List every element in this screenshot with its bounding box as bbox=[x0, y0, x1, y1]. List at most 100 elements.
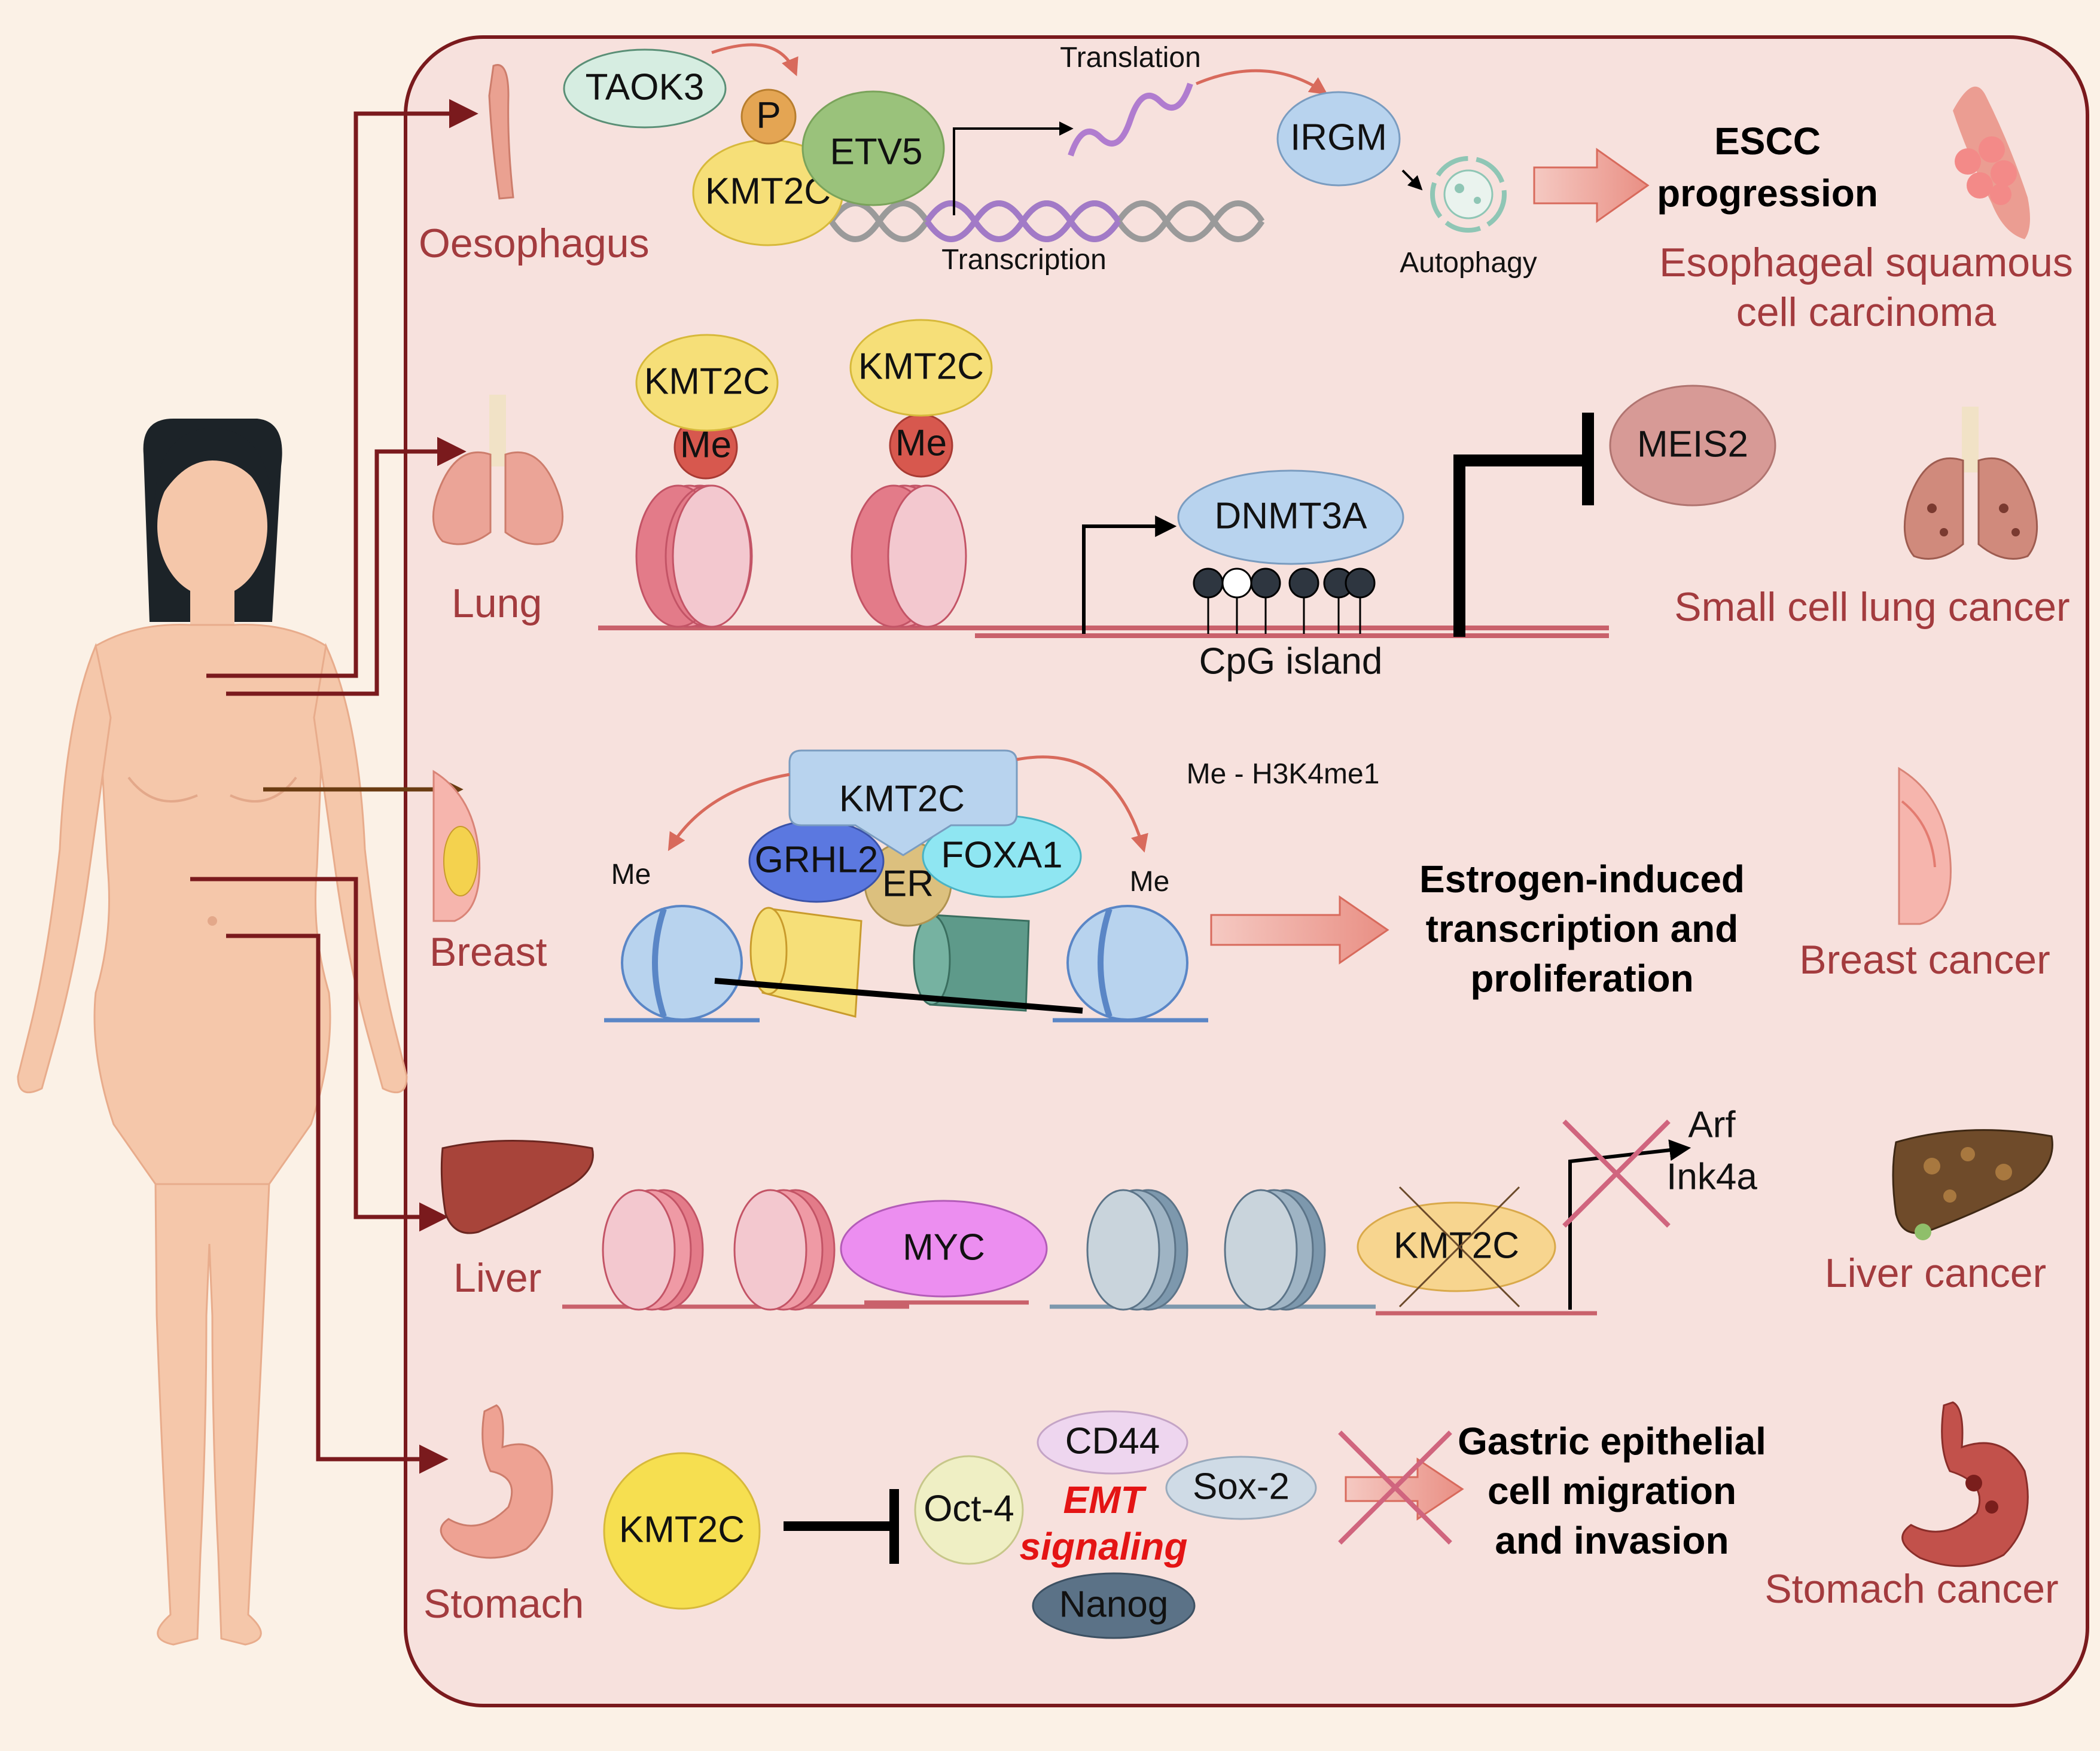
cancer-label-escc-2: cell carcinoma bbox=[1736, 289, 1997, 335]
liver-icon bbox=[440, 1140, 594, 1234]
meis2-protein bbox=[1609, 385, 1776, 507]
connector-arrows bbox=[190, 99, 478, 1474]
irgm-protein bbox=[1276, 91, 1401, 187]
nucleosome-1 bbox=[635, 484, 753, 628]
myc-label: MYC bbox=[903, 1227, 985, 1268]
breast-icon bbox=[432, 770, 481, 922]
kmt2c-label: KMT2C bbox=[705, 170, 831, 212]
kmt2c-stomach-protein bbox=[603, 1452, 761, 1610]
cancer-label-escc: Esophageal squamous bbox=[1659, 240, 2073, 285]
oesophagus-icon bbox=[488, 64, 514, 200]
arrow-to-liver bbox=[190, 877, 449, 1232]
diseased-lung-icon bbox=[1903, 407, 2038, 560]
breast-big-arrow bbox=[1210, 895, 1389, 965]
nucleosome-2 bbox=[851, 484, 967, 628]
liver-nucleosome-3 bbox=[1086, 1189, 1188, 1311]
cpg-island-label: CpG island bbox=[1199, 640, 1383, 682]
h3k4me1-legend: Me - H3K4me1 bbox=[1187, 758, 1380, 790]
arf-label: Arf bbox=[1688, 1104, 1736, 1145]
stomach-cancer-icon bbox=[1901, 1401, 2029, 1567]
stomach-outcome-1: Gastric epithelial bbox=[1458, 1420, 1766, 1463]
cancer-label-stomach: Stomach cancer bbox=[1764, 1566, 2058, 1612]
escc-outcome-2: progression bbox=[1657, 172, 1878, 215]
sox2-protein bbox=[1165, 1456, 1317, 1520]
transcription-arrow bbox=[953, 121, 1074, 215]
liver-nucleosome-4 bbox=[1224, 1189, 1326, 1311]
myc-protein bbox=[840, 1200, 1048, 1298]
stomach-icon bbox=[440, 1404, 553, 1559]
human-figure bbox=[17, 419, 408, 1646]
row-lung: Lung Me KMT2C Me KMT2C DNMT3A bbox=[432, 319, 2070, 682]
stomach-block-cross bbox=[1338, 1430, 1452, 1545]
etv5-label: ETV5 bbox=[830, 131, 922, 172]
stomach-outcome-3: and invasion bbox=[1495, 1519, 1729, 1562]
organ-label-breast: Breast bbox=[429, 929, 547, 975]
dna-helix bbox=[828, 200, 1265, 242]
organ-label-lung: Lung bbox=[452, 581, 542, 626]
taok3-curve-arrow bbox=[711, 43, 798, 77]
er-label: ER bbox=[882, 863, 934, 904]
taok3-label: TAOK3 bbox=[586, 66, 705, 108]
methylation-curve-left bbox=[668, 773, 790, 852]
kmt2c-lung-label-2: KMT2C bbox=[858, 346, 984, 387]
autophagy-label: Autophagy bbox=[1400, 247, 1537, 279]
cancer-label-lung: Small cell lung cancer bbox=[1674, 584, 2069, 630]
kmt2c-lung-1 bbox=[635, 334, 779, 432]
dnmt3a-label: DNMT3A bbox=[1215, 495, 1368, 536]
breast-outcome-1: Estrogen-induced bbox=[1419, 858, 1745, 901]
me-label-right: Me bbox=[1130, 866, 1170, 898]
meis2-label: MEIS2 bbox=[1637, 423, 1748, 465]
main-panel bbox=[404, 35, 2089, 1707]
autophagy-arrow bbox=[1401, 169, 1423, 191]
emt-label-1: EMT bbox=[1063, 1478, 1147, 1521]
organ-label-stomach: Stomach bbox=[423, 1581, 584, 1627]
breast-cancer-icon bbox=[1898, 767, 1952, 925]
liver-nucleosome-2 bbox=[733, 1189, 836, 1311]
irgm-label: IRGM bbox=[1290, 117, 1387, 158]
translation-curve-arrow bbox=[1196, 69, 1328, 95]
etv5-protein bbox=[801, 90, 945, 206]
breast-linker bbox=[714, 978, 1083, 1014]
liver-nucleosome-1 bbox=[602, 1189, 704, 1311]
autophagosome-icon bbox=[1430, 156, 1507, 233]
kmt2c-liver-protein bbox=[1357, 1201, 1556, 1292]
breast-outcome-3: proliferation bbox=[1470, 957, 1693, 1000]
mrna-strand bbox=[1068, 83, 1193, 157]
transcription-label: Transcription bbox=[941, 244, 1107, 276]
promoter-arrow-lung bbox=[1082, 515, 1177, 634]
oct4-label: Oct-4 bbox=[923, 1488, 1014, 1529]
nanog-label: Nanog bbox=[1059, 1584, 1169, 1625]
ink4a-label: Ink4a bbox=[1666, 1156, 1757, 1197]
escc-outcome: ESCC bbox=[1714, 120, 1821, 163]
organ-label-liver: Liver bbox=[453, 1255, 541, 1301]
kmt2c-lung-label-1: KMT2C bbox=[644, 361, 770, 402]
row-oesophagus: Oesophagus KMT2C ETV5 P TAOK3 Transcript… bbox=[419, 42, 2073, 335]
row-liver: Liver MYC KMT2C bbox=[440, 1104, 2053, 1316]
nanog-protein bbox=[1032, 1572, 1196, 1639]
arrow-to-lung bbox=[226, 437, 467, 696]
methylation-curve-right bbox=[1016, 755, 1148, 853]
row-stomach: Stomach KMT2C Oct-4 CD44 Sox-2 EMT signa… bbox=[423, 1401, 2059, 1639]
dnmt3a-protein bbox=[1177, 469, 1404, 565]
kmt2c-complex-shape bbox=[788, 749, 1018, 856]
cylinder-green bbox=[913, 914, 1030, 1012]
taok3-protein bbox=[563, 48, 727, 129]
breast-nucleosome-right bbox=[1066, 905, 1188, 1021]
phospho-label: P bbox=[756, 94, 781, 136]
escc-big-arrow bbox=[1533, 148, 1650, 223]
emt-label-2: signaling bbox=[1020, 1525, 1188, 1568]
oct4-protein bbox=[914, 1455, 1024, 1565]
row-breast: Breast ER GRHL2 FOXA1 KMT2C Me Me bbox=[429, 749, 2050, 1023]
cd44-label: CD44 bbox=[1065, 1420, 1160, 1462]
cd44-protein bbox=[1037, 1410, 1188, 1475]
kmt2c-stomach-label: KMT2C bbox=[619, 1509, 745, 1550]
arrow-to-oesophagus bbox=[206, 99, 478, 678]
kmt2c-breast-label: KMT2C bbox=[839, 778, 965, 819]
inhibition-bar-lung bbox=[1453, 454, 1588, 637]
translation-label: Translation bbox=[1060, 42, 1201, 74]
foxa1-label: FOXA1 bbox=[941, 834, 1062, 876]
arf-repression-cross bbox=[1562, 1119, 1671, 1228]
me-label-left: Me bbox=[611, 859, 651, 890]
stomach-big-arrow bbox=[1345, 1457, 1464, 1521]
